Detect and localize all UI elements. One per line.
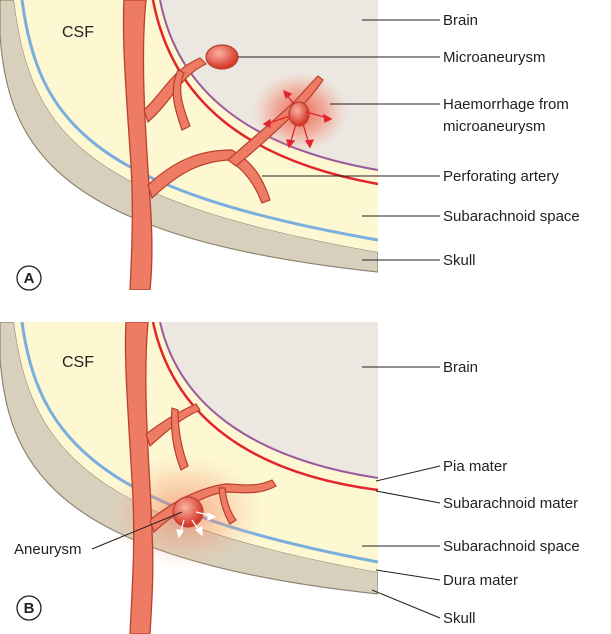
label-subarachnoid-space: Subarachnoid space (443, 208, 580, 225)
leader-line (376, 570, 440, 580)
label-aneurysm: Aneurysm (14, 541, 82, 558)
panel-b-letter-badge: B (17, 596, 41, 620)
leader-line (376, 466, 440, 481)
label-skull: Skull (443, 252, 476, 269)
label-subarachnoid-mater: Subarachnoid mater (443, 495, 578, 512)
panel-a (0, 0, 378, 290)
label-brain: Brain (443, 12, 478, 29)
aneurysm-sac (173, 497, 203, 527)
label-brain: Brain (443, 359, 478, 376)
csf-label-a: CSF (62, 24, 94, 41)
label-skull: Skull (443, 610, 476, 627)
panel-b (0, 322, 378, 634)
ruptured-microaneurysm (289, 102, 309, 126)
csf-label-b: CSF (62, 354, 94, 371)
label-pia-mater: Pia mater (443, 458, 507, 475)
label-perforating-artery: Perforating artery (443, 168, 559, 185)
microaneurysm-sac (206, 45, 238, 69)
panel-b-letter: B (24, 600, 35, 617)
label-microaneurysm: Microaneurysm (443, 49, 546, 66)
leader-line (372, 590, 440, 618)
leader-line (376, 491, 440, 503)
panel-a-letter-badge: A (17, 266, 41, 290)
label-haemorrhage-line1: Haemorrhage from (443, 96, 569, 113)
label-haemorrhage-line2: microaneurysm (443, 118, 546, 135)
panel-a-letter: A (24, 270, 35, 287)
label-dura-mater: Dura mater (443, 572, 518, 589)
label-subarachnoid-space: Subarachnoid space (443, 538, 580, 555)
